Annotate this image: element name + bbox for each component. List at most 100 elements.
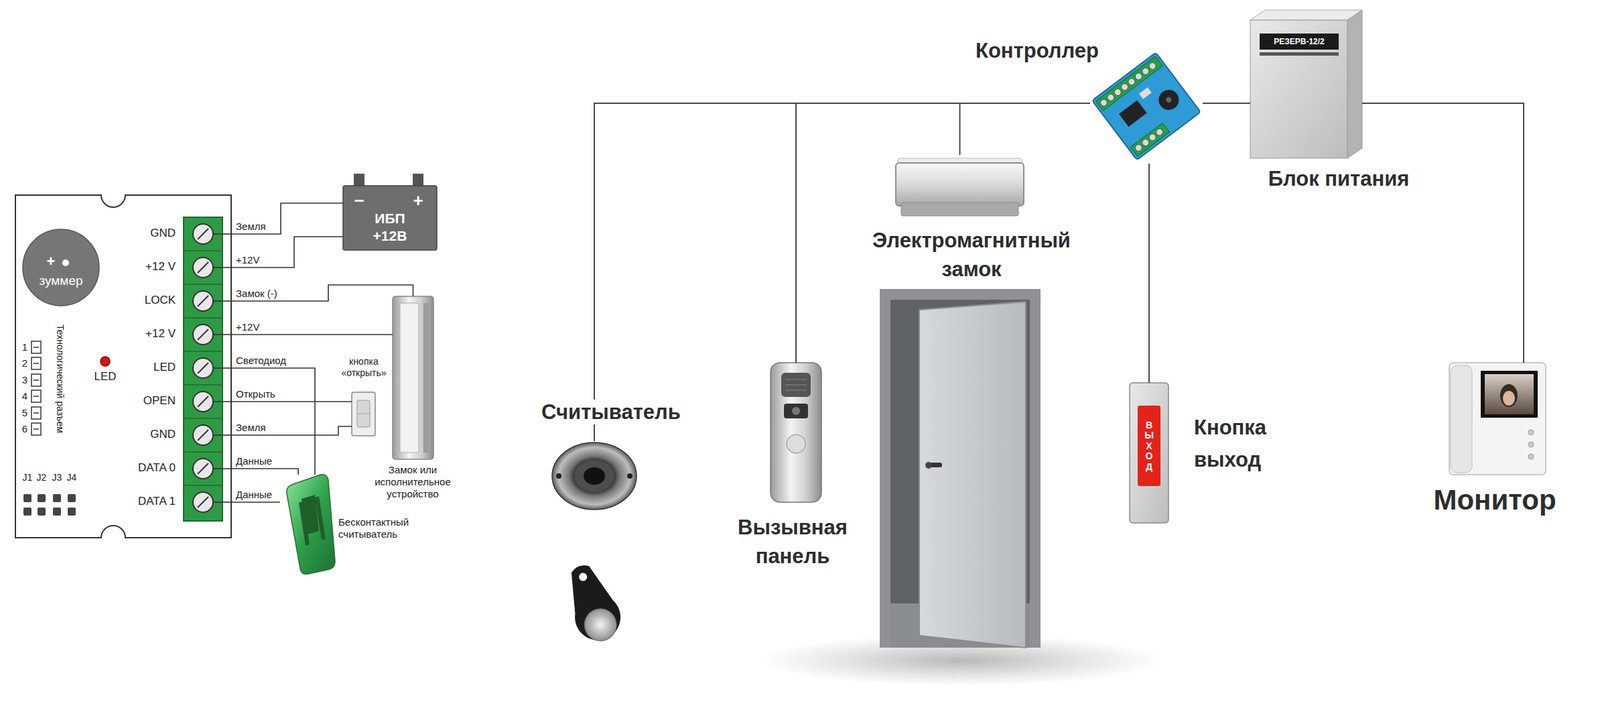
terminal-label: +12 V	[121, 259, 176, 274]
pin-number: 1	[18, 341, 31, 354]
terminal-strip	[183, 350, 223, 352]
buzzer-label: зуммер	[27, 273, 95, 289]
pin-number: 4	[18, 389, 31, 403]
monitor-picture	[1500, 383, 1518, 407]
controller-picture	[1106, 92, 1116, 102]
monitor-picture	[1449, 362, 1546, 475]
controller-picture	[1147, 60, 1158, 71]
controller-picture	[1096, 56, 1163, 111]
reader-picture	[583, 467, 606, 485]
call-panel-picture	[785, 379, 807, 390]
controller-picture	[1126, 77, 1137, 87]
terminal-screw	[192, 491, 214, 512]
terminal-strip	[183, 383, 223, 386]
monitor-picture	[1449, 362, 1546, 475]
monitor-picture	[1528, 429, 1534, 435]
device-heading: Монитор	[1414, 483, 1576, 517]
controller-picture	[1154, 85, 1183, 114]
bus-line	[1148, 163, 1150, 383]
terminal-screw	[192, 424, 214, 445]
call-panel-picture	[783, 403, 809, 419]
open-button: кнопка «открыть»	[351, 391, 376, 436]
jumper-pin	[37, 507, 46, 516]
jumper-label: J3	[48, 471, 65, 484]
wire	[232, 203, 344, 234]
tech-connector-box	[33, 346, 39, 348]
controller-picture	[1139, 87, 1152, 100]
terminal-strip	[183, 217, 223, 521]
reader-picture	[552, 442, 637, 510]
terminal-strip	[183, 450, 223, 453]
controller: Контроллер	[1090, 48, 1203, 164]
wire-label: Данные	[234, 488, 274, 501]
terminal-strip	[183, 217, 223, 521]
electromagnetic-lock-picture	[895, 158, 1024, 216]
call-panel-picture	[791, 406, 800, 415]
open-button-picture	[357, 413, 370, 415]
exit-button-picture	[1137, 405, 1161, 486]
jumper-pin	[23, 493, 76, 516]
key-fob-picture	[579, 603, 622, 646]
wire	[232, 468, 299, 475]
monitor-picture	[1480, 370, 1538, 418]
buzzer-dot	[62, 259, 70, 266]
tech-connector-box	[31, 373, 41, 386]
terminal-screw	[197, 429, 209, 441]
jumper-pin	[67, 507, 76, 516]
monitor-picture	[1450, 365, 1473, 473]
terminal-label: OPEN	[121, 393, 176, 408]
battery-body	[343, 185, 437, 250]
jumper-pin	[23, 507, 32, 516]
terminal-strip	[183, 484, 223, 486]
device-label: кнопка «открыть»	[333, 355, 394, 379]
reader-picture	[574, 459, 615, 492]
terminal-screw	[192, 458, 214, 479]
lock-picture	[392, 296, 434, 459]
terminal-label: GND	[121, 226, 176, 240]
device-label: Бесконтактный считыватель	[338, 515, 423, 541]
controller-picture	[1141, 66, 1151, 76]
door-picture	[890, 299, 1030, 648]
buzzer: +зуммер	[22, 228, 100, 307]
terminal-screw	[197, 228, 209, 240]
wire-stub	[213, 266, 233, 269]
terminal-screw	[192, 223, 214, 512]
power-supply-picture	[1347, 10, 1363, 159]
power-supply-picture	[1259, 33, 1339, 50]
controller-picture	[1133, 71, 1144, 82]
exit-button-picture	[1129, 382, 1169, 523]
tech-connector-box	[31, 422, 41, 435]
wire	[232, 284, 414, 301]
terminal-screw	[197, 362, 209, 374]
key-fob-picture	[557, 558, 628, 648]
buzzer-shape	[22, 228, 100, 307]
door-picture	[760, 288, 1163, 686]
button-caption: ВЫХОД	[1144, 420, 1154, 472]
tech-connector-box	[33, 412, 39, 414]
call-panel-picture	[781, 372, 811, 397]
terminal-screw	[197, 295, 209, 307]
terminal-screw	[197, 462, 209, 474]
lock-picture	[392, 296, 434, 459]
electromagnetic-lock-picture	[895, 162, 1024, 206]
wire	[232, 400, 352, 403]
reader-picture	[552, 442, 637, 510]
lock-device: Замок или исполнительное устройство	[392, 296, 434, 459]
battery-post	[412, 173, 424, 187]
proximity-reader-picture	[298, 501, 310, 546]
wire	[232, 333, 393, 336]
exit-button-picture	[1129, 382, 1169, 523]
proximity-reader: Бесконтактный считыватель	[280, 474, 336, 574]
terminal-screw	[192, 391, 214, 412]
wire-stub	[213, 333, 233, 336]
electromagnetic-lock-picture	[901, 202, 1019, 216]
tech-connector-box	[31, 389, 41, 403]
power-supply-picture	[1250, 10, 1363, 159]
power-supply-picture	[1250, 20, 1348, 159]
electromagnetic-lock: Электромагнитный замок	[895, 154, 1024, 220]
reader-picture	[627, 473, 633, 479]
wire-stub	[213, 501, 233, 503]
terminal-screw	[192, 324, 214, 345]
